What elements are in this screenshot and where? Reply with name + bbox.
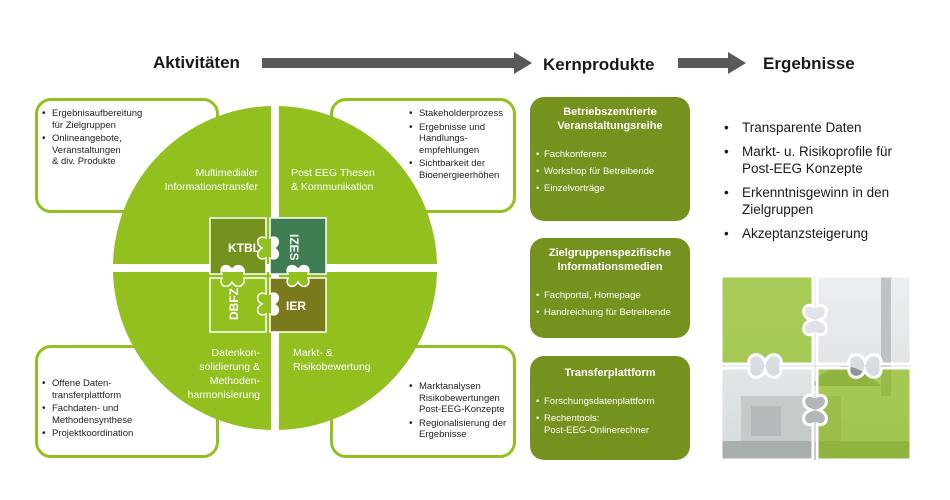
ergebnis-item: Erkenntnisgewinn in den Zielgruppen [720,184,935,218]
quadrant-label-bottom-left: Datenkon- solidierung & Methoden- harmon… [187,347,260,401]
kernprodukt-item: Rechentools: Post-EEG-Onlinerechner [536,413,690,437]
box-item: Sichtbarkeit der Bioenergieerhöhen [409,158,513,181]
box-item: Stakeholderprozess [409,108,513,120]
box-item: Onlineangebote, Veranstaltungen & div. P… [42,133,216,168]
box-item: Offene Daten- transferplattform [42,378,216,401]
header-aktivitaeten: Aktivitäten [153,53,240,72]
box-item: Ergebnisse und Handlungs- empfehlungen [409,122,513,157]
box-item: Ergebnisaufbereitung für Zielgruppen [42,108,216,131]
puzzle-piece-ktbl [209,217,267,275]
kernprodukt-transferplattform: Transferplattform Forschungsdatenplattfo… [530,356,690,460]
kernprodukt-item: Forschungsdatenplattform [536,396,690,408]
kernprodukt-item: Fachportal, Homepage [536,290,690,302]
ergebnis-item: Transparente Daten [720,119,935,136]
kernprodukt-title: Transferplattform [564,367,656,379]
puzzle-label-ktbl: KTBL [228,241,260,255]
kernprodukt-item: Handreichung für Betreibende [536,307,690,319]
kernprodukt-informationsmedien: Zielgruppenspezifische Informationsmedie… [530,238,690,338]
puzzle-label-dbfz: DBFZ [227,288,241,320]
kernprodukt-item: Einzelvorträge [536,183,690,195]
puzzle-piece-izes [269,217,327,275]
puzzle-piece-dbfz [209,277,267,333]
box-item: Marktanalysen Risikobewertungen Post-EEG… [409,381,513,416]
quadrant-label-top-right: Post EEG Thesen & Kommunikation [291,167,375,193]
partner-puzzle: KTBL IZES DBFZ IER [209,217,327,333]
ergebnis-item: Akzeptanzsteigerung [720,225,935,242]
ergebnisse-list: Transparente Daten Markt- u. Risikoprofi… [720,119,935,249]
box-item: Projektkoordination [42,428,216,440]
kernprodukt-veranstaltungsreihe: Betriebszentrierte Veranstaltungsreihe F… [530,97,690,221]
header-kernprodukte: Kernprodukte [543,55,655,74]
kernprodukt-item: Fachkonferenz [536,149,690,161]
puzzle-label-izes: IZES [287,234,301,261]
kernprodukt-title: Betriebszentrierte Veranstaltungsreihe [557,106,663,132]
kernprodukt-title: Zielgruppenspezifische Informationsmedie… [548,247,672,273]
quadrant-label-bottom-right: Markt- & Risikobewertung [293,347,371,373]
quadrant-label-top-left: Multimedialer Informationstransfer [164,167,258,193]
ergebnis-item: Markt- u. Risikoprofile für Post-EEG Kon… [720,143,935,177]
puzzle-piece-ier [269,277,327,333]
puzzle-photo-icon [721,276,911,460]
kernprodukt-item: Workshop für Betreibende [536,166,690,178]
puzzle-label-ier: IER [286,299,306,313]
box-item: Fachdaten- und Methodensynthese [42,403,216,426]
box-item: Regionalisierung der Ergebnisse [409,418,513,441]
header-ergebnisse: Ergebnisse [763,54,855,73]
